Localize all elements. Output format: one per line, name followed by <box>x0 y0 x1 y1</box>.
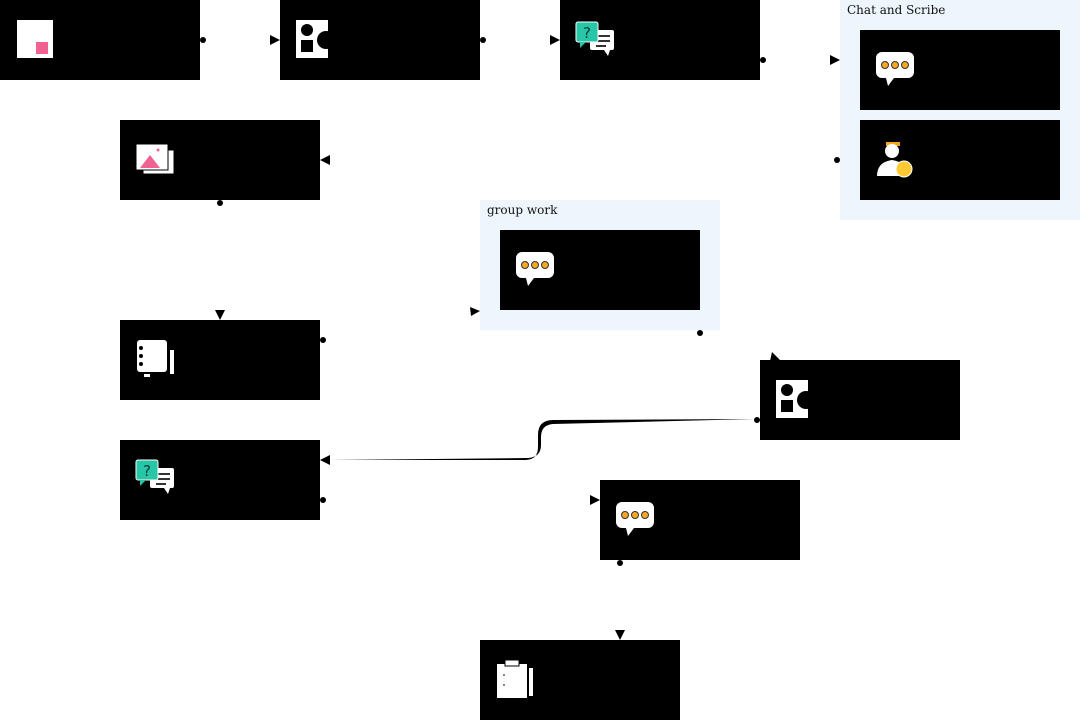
node-chat[interactable] <box>860 30 1060 110</box>
connector-wedge <box>330 419 755 460</box>
node-shapes-2[interactable] <box>760 360 960 440</box>
node-question-chat-2[interactable]: ? <box>120 440 320 520</box>
speech-bubble-icon <box>876 52 914 86</box>
question-chat-icon: ? <box>575 21 614 56</box>
node-chat-2[interactable] <box>600 480 800 560</box>
arrowhead <box>270 35 280 45</box>
connector-dot <box>617 560 623 566</box>
image-gallery-icon <box>135 143 175 175</box>
connector-dot <box>320 497 326 503</box>
node-document[interactable] <box>0 0 200 80</box>
shapes-icon <box>776 380 815 418</box>
connector-dot <box>200 37 206 43</box>
node-question-chat[interactable]: ? <box>560 0 760 80</box>
arrowhead <box>470 307 480 316</box>
speech-bubble-icon <box>616 502 654 536</box>
arrowhead <box>830 55 840 65</box>
connector-dot <box>697 330 703 336</box>
connector-dot <box>320 337 326 343</box>
node-shapes[interactable] <box>280 0 480 80</box>
node-clipboard[interactable] <box>480 640 680 720</box>
shapes-icon <box>296 20 335 58</box>
group-label: group work <box>487 203 558 217</box>
speech-bubble-icon <box>516 252 554 286</box>
connector-dot <box>760 57 766 63</box>
node-notebook[interactable] <box>120 320 320 400</box>
connector-dot <box>480 37 486 43</box>
question-chat-icon: ? <box>135 459 174 494</box>
svg-text:?: ? <box>143 462 151 480</box>
connector-dot <box>217 200 223 206</box>
arrowhead <box>215 310 225 320</box>
arrowhead <box>320 155 330 165</box>
arrowhead <box>590 495 600 505</box>
arrowhead <box>320 455 330 465</box>
group-label: Chat and Scribe <box>847 3 946 17</box>
node-image-gallery[interactable] <box>120 120 320 200</box>
scribe-person-icon <box>877 142 913 178</box>
document-icon <box>17 20 53 58</box>
svg-text:?: ? <box>583 24 591 42</box>
arrowhead <box>550 35 560 45</box>
node-scribe[interactable] <box>860 120 1060 200</box>
arrowhead <box>615 630 625 640</box>
node-group-work-chat[interactable] <box>500 230 700 310</box>
clipboard-icon <box>497 659 533 698</box>
notebook-icon <box>137 340 174 377</box>
